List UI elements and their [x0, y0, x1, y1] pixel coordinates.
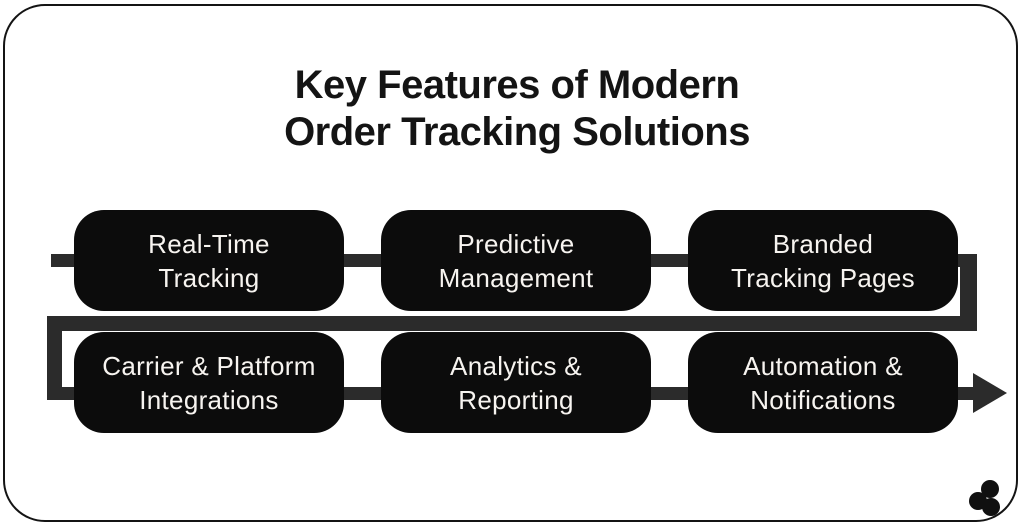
flow-line-left-vertical [47, 316, 62, 400]
title-line-1: Key Features of Modern [294, 63, 740, 107]
title-line-2: Order Tracking Solutions [284, 110, 750, 154]
feature-label: Real-Time Tracking [148, 228, 270, 293]
feature-box-carrier-platform-integrations: Carrier & Platform Integrations [74, 332, 344, 433]
logo-dot-icon [982, 498, 1000, 516]
logo-dot-icon [981, 480, 999, 498]
feature-box-branded-tracking-pages: Branded Tracking Pages [688, 210, 958, 311]
feature-label: Analytics & Reporting [450, 350, 582, 415]
feature-box-predictive-management: Predictive Management [381, 210, 651, 311]
flow-arrow-icon [973, 373, 1007, 413]
feature-label: Predictive Management [438, 228, 594, 293]
flow-line-middle-return [47, 316, 977, 331]
feature-box-real-time-tracking: Real-Time Tracking [74, 210, 344, 311]
feature-label: Carrier & Platform Integrations [102, 350, 316, 415]
feature-label: Branded Tracking Pages [731, 228, 915, 293]
feature-box-automation-notifications: Automation & Notifications [688, 332, 958, 433]
feature-label: Automation & Notifications [743, 350, 903, 415]
feature-box-analytics-reporting: Analytics & Reporting [381, 332, 651, 433]
flow-line-right-vertical [960, 254, 977, 331]
